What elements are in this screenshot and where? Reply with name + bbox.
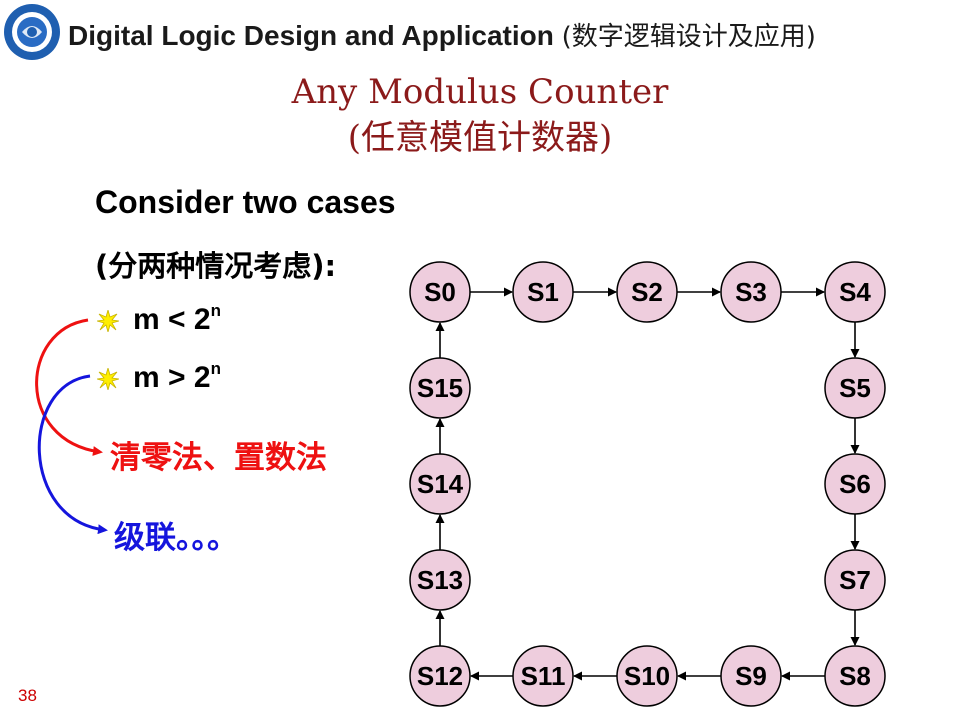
state-label: S7	[839, 565, 871, 595]
header-title: Digital Logic Design and Application (数字…	[68, 16, 816, 53]
state-circle	[409, 645, 471, 707]
bullet-m-less: m < 2n	[97, 301, 221, 337]
state-label: S0	[424, 277, 456, 307]
bullet-text: m < 2	[133, 303, 211, 336]
state-circle	[824, 453, 886, 515]
state-circle	[409, 357, 471, 419]
method-reset-preset: 清零法、置数法	[110, 440, 327, 476]
state-node-s1: S1	[512, 261, 574, 323]
university-logo-icon	[4, 4, 60, 60]
state-node-s3: S3	[720, 261, 782, 323]
bullet-text: m > 2	[133, 361, 211, 394]
state-label: S6	[839, 469, 871, 499]
state-label: S15	[417, 373, 463, 403]
state-circle	[720, 645, 782, 707]
state-label: S14	[417, 469, 464, 499]
state-node-s0: S0	[409, 261, 471, 323]
page-number: 38	[18, 686, 37, 705]
state-label: S1	[527, 277, 559, 307]
state-node-s6: S6	[824, 453, 886, 515]
state-circle	[512, 645, 574, 707]
bullet-exponent: n	[210, 301, 221, 320]
state-circle	[512, 261, 574, 323]
state-circle	[616, 261, 678, 323]
state-circle	[824, 549, 886, 611]
state-circle	[824, 261, 886, 323]
state-node-s14: S14	[409, 453, 471, 515]
sun-bullet-icon	[97, 310, 119, 333]
state-circle	[824, 357, 886, 419]
state-node-s9: S9	[720, 645, 782, 707]
state-label: S13	[417, 565, 463, 595]
state-label: S4	[839, 277, 871, 307]
state-node-s10: S10	[616, 645, 678, 707]
state-circle	[409, 453, 471, 515]
state-label: S3	[735, 277, 767, 307]
state-node-s7: S7	[824, 549, 886, 611]
state-node-s15: S15	[409, 357, 471, 419]
state-label: S2	[631, 277, 663, 307]
slide-subtitle: (任意模值计数器)	[347, 118, 613, 158]
state-node-s11: S11	[512, 645, 574, 707]
bullet-exponent: n	[210, 359, 221, 378]
slide-title: Any Modulus Counter	[291, 72, 669, 112]
bullet-m-greater: m > 2n	[97, 359, 221, 395]
state-label: S9	[735, 661, 767, 691]
state-circle	[616, 645, 678, 707]
header-title-cn: (数字逻辑设计及应用)	[561, 22, 816, 52]
state-label: S10	[624, 661, 670, 691]
state-label: S5	[839, 373, 871, 403]
state-label: S12	[417, 661, 463, 691]
state-circle	[824, 645, 886, 707]
method-cascade: 级联。。。	[114, 520, 238, 556]
intro-text-cn: (分两种情况考虑):	[95, 249, 337, 283]
state-node-s13: S13	[409, 549, 471, 611]
state-node-s4: S4	[824, 261, 886, 323]
state-circle	[409, 549, 471, 611]
state-circle	[720, 261, 782, 323]
header-title-en: Digital Logic Design and Application	[68, 20, 554, 51]
state-circle	[409, 261, 471, 323]
intro-text-en: Consider two cases	[95, 184, 396, 220]
state-label: S8	[839, 661, 871, 691]
state-node-s2: S2	[616, 261, 678, 323]
state-label: S11	[521, 661, 566, 691]
state-node-s12: S12	[409, 645, 471, 707]
state-node-s5: S5	[824, 357, 886, 419]
state-node-s8: S8	[824, 645, 886, 707]
